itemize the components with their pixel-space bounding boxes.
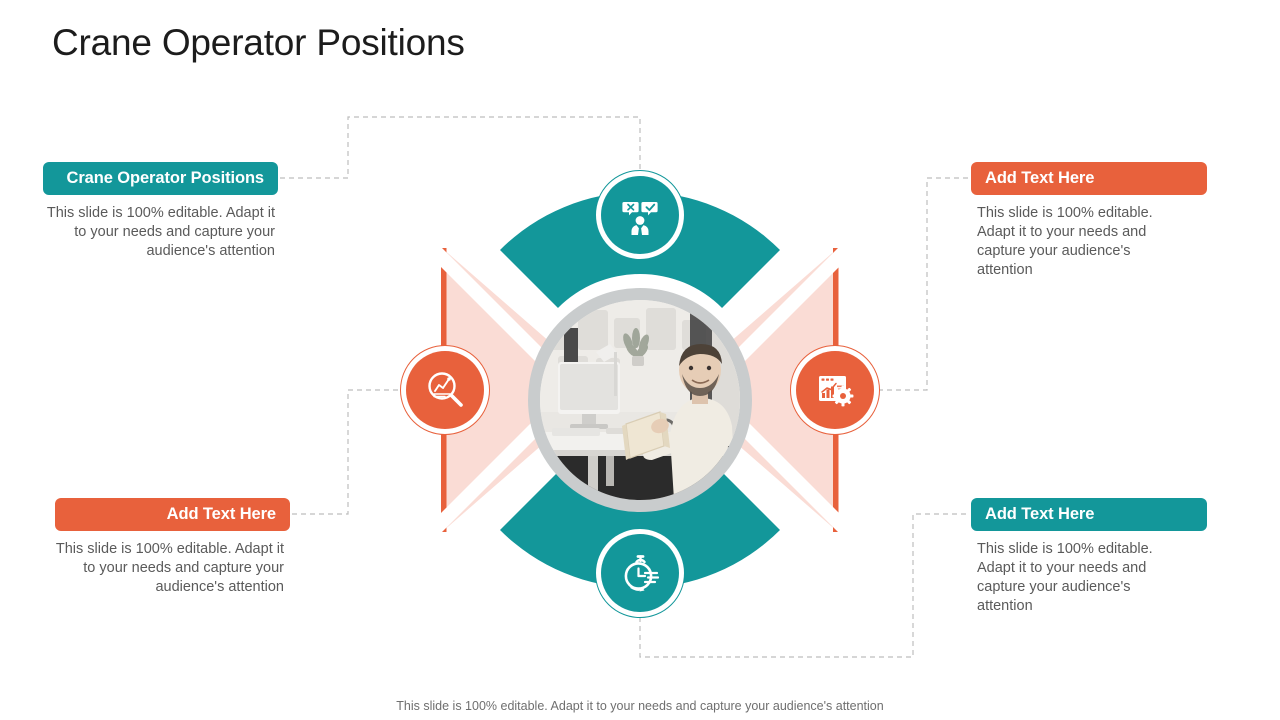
center-photo (540, 300, 740, 500)
arc-bottom (442, 390, 838, 588)
office-photo-illustration (540, 300, 740, 500)
icon-badge-bottom[interactable] (595, 528, 685, 618)
description-bottom-right: This slide is 100% editable. Adapt it to… (977, 541, 1153, 614)
arc-top (442, 192, 838, 390)
label-bottom-left[interactable]: Add Text Here (55, 498, 290, 531)
badge-inner-top (601, 176, 679, 254)
description-top-left: This slide is 100% editable. Adapt it to… (46, 205, 275, 259)
description-bottom-left: This slide is 100% editable. Adapt it to… (55, 541, 284, 595)
icon-badge-left[interactable] (400, 345, 490, 435)
block-bottom-right: Add Text Here This slide is 100% editabl… (971, 498, 1207, 616)
page-title: Crane Operator Positions (52, 22, 465, 63)
label-top-right[interactable]: Add Text Here (971, 162, 1207, 195)
badge-inner-right (796, 351, 874, 429)
central-diagram (400, 160, 880, 620)
badge-inner-left (406, 351, 484, 429)
magnifier-chart-icon (428, 372, 463, 407)
wedge-left (442, 248, 605, 532)
label-top-left[interactable]: Crane Operator Positions (43, 162, 278, 195)
connector-top-left (280, 116, 641, 179)
icon-badge-right[interactable] (790, 345, 880, 435)
badge-inner-bottom (601, 534, 679, 612)
block-bottom-left: Add Text Here This slide is 100% editabl… (55, 498, 290, 597)
feedback-person-icon (622, 202, 658, 235)
wedge-right (675, 248, 838, 532)
label-bottom-right[interactable]: Add Text Here (971, 498, 1207, 531)
description-top-right: This slide is 100% editable. Adapt it to… (977, 205, 1153, 278)
connector-bottom-left (292, 389, 402, 515)
slide-footer: This slide is 100% editable. Adapt it to… (396, 699, 884, 713)
connector-top-right (878, 177, 968, 391)
icon-badge-top[interactable] (595, 170, 685, 260)
report-gear-icon (819, 376, 854, 407)
block-top-right: Add Text Here This slide is 100% editabl… (971, 162, 1207, 280)
block-top-left: Crane Operator Positions This slide is 1… (43, 162, 278, 261)
center-photo-ring (528, 288, 752, 512)
stopwatch-icon (624, 555, 660, 592)
